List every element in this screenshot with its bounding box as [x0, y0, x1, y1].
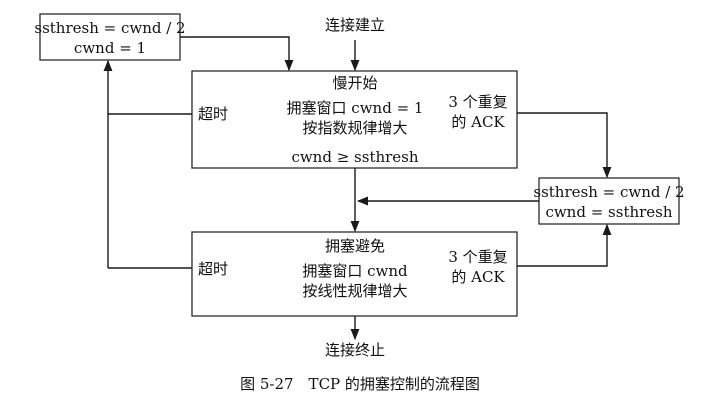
congestion-avoidance-box [191, 231, 518, 317]
fast-recovery-line2: cwnd = ssthresh [545, 203, 672, 221]
slow-start-threshold: cwnd ≥ ssthresh [291, 148, 418, 166]
timeout-label-top: 超时 [198, 105, 228, 123]
figure-caption: 图 5-27 TCP 的拥塞控制的流程图 [240, 375, 480, 393]
timeout-box-line2: cwnd = 1 [74, 39, 146, 57]
congestion-avoidance-line1: 拥塞窗口 cwnd [302, 262, 408, 280]
fast-recovery-line1: ssthresh = cwnd / 2 [533, 183, 684, 201]
end-label: 连接终止 [325, 341, 385, 359]
timeout-box-line1: ssthresh = cwnd / 2 [34, 19, 185, 37]
dup-ack-bottom-line2: 的 ACK [451, 268, 505, 286]
congestion-avoidance-line2: 按线性规律增大 [302, 282, 407, 300]
start-label: 连接建立 [325, 16, 385, 34]
dup-ack-top-line2: 的 ACK [451, 113, 505, 131]
fast-recovery-box [538, 177, 680, 225]
dup-ack-bottom-line1: 3 个重复 [448, 248, 507, 266]
timeout-box-to-slow-start-arrow [180, 36, 294, 72]
slow-start-box [191, 70, 518, 169]
timeout-label-bottom: 超时 [198, 260, 228, 278]
slow-start-line2: 按指数规律增大 [302, 119, 407, 137]
slow-start-title: 慢开始 [332, 74, 377, 92]
congestion-avoidance-title: 拥塞避免 [325, 237, 385, 255]
slow-start-timeout-arrow [103, 59, 192, 115]
dup-ack-top-line1: 3 个重复 [448, 93, 507, 111]
avoidance-dup-ack-arrow [517, 223, 612, 267]
slow-start-dup-ack-arrow [517, 112, 612, 179]
timeout-reset-box [39, 13, 181, 61]
slow-start-line1: 拥塞窗口 cwnd = 1 [287, 99, 424, 117]
